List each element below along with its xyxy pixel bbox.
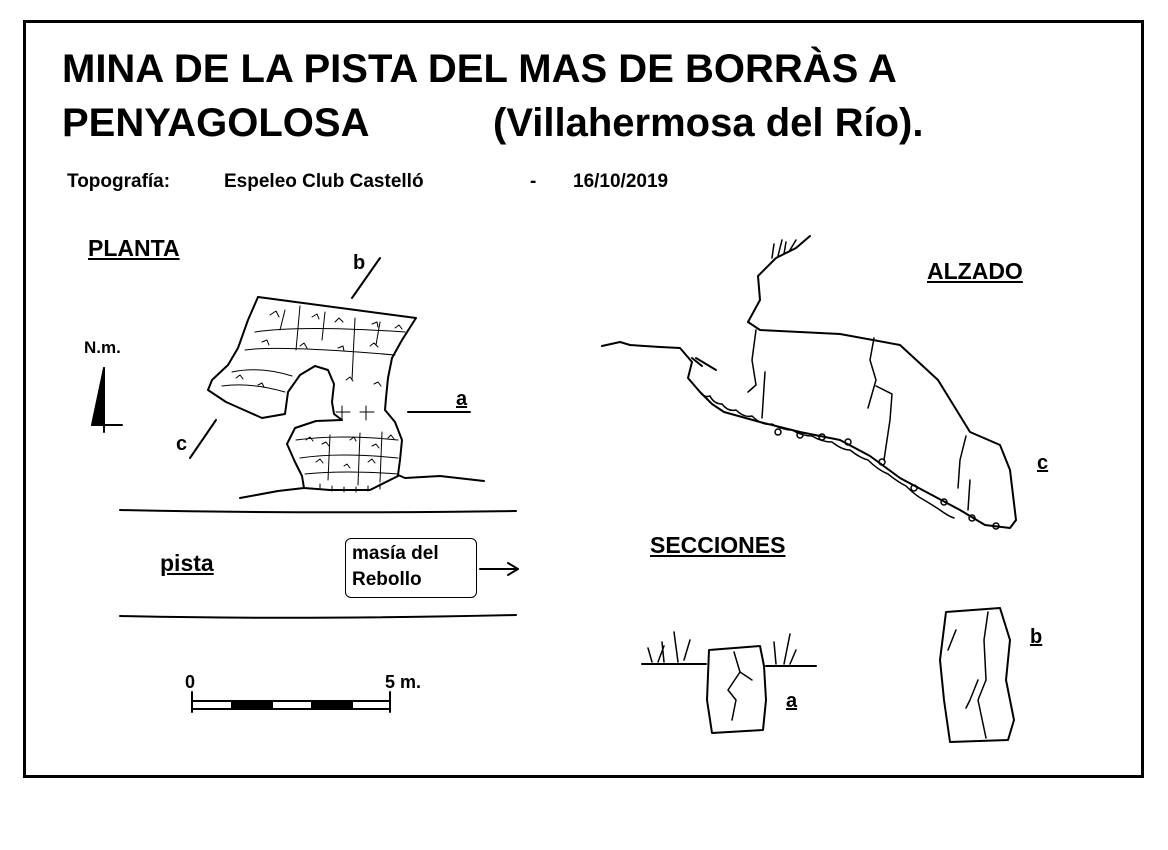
north-arrow-icon [91, 367, 123, 433]
plan-floor-detail [221, 305, 406, 493]
direction-sign: masía del Rebollo [345, 538, 477, 598]
section-line-b [351, 257, 381, 299]
road-label: pista [160, 550, 214, 576]
road-edge-upper [119, 509, 517, 514]
sign-line-1: masía del [352, 543, 439, 564]
credit-date: 16/10/2019 [573, 171, 669, 192]
north-label: N.m. [84, 338, 121, 357]
plan-cave-outline [207, 296, 485, 499]
title-line-2-name: PENYAGOLOSA [62, 101, 370, 145]
title-line-2-location: (Villahermosa del Río). [493, 101, 924, 145]
plan-heading: PLANTA [88, 235, 180, 261]
elevation-heading: ALZADO [927, 258, 1023, 284]
section-b-profile [939, 607, 1015, 743]
plan-section-c-label: c [176, 433, 188, 455]
section-a-label: a [786, 690, 798, 712]
credit-dash: - [530, 171, 537, 192]
credit-label: Topografía: [67, 171, 171, 192]
road-edge-lower [119, 614, 517, 619]
sign-line-2: Rebollo [352, 569, 422, 590]
elevation-detail [699, 239, 1000, 530]
map-frame [23, 20, 1144, 778]
sections-heading: SECCIONES [650, 532, 786, 558]
elevation-profile [601, 235, 1017, 529]
section-b-label: b [1030, 626, 1043, 648]
plan-section-a-label: a [456, 388, 468, 410]
elevation-section-c-label: c [1037, 452, 1049, 474]
credit-club: Espeleo Club Castelló [224, 171, 424, 192]
direction-arrow-icon [479, 562, 519, 576]
scale-bar [191, 691, 391, 713]
plan-section-b-label: b [353, 252, 366, 274]
title-line-1: MINA DE LA PISTA DEL MAS DE BORRÀS A [62, 47, 897, 91]
scale-start-label: 0 [185, 672, 196, 692]
section-a-profile [641, 631, 817, 734]
section-line-c [189, 419, 217, 459]
scale-end-label: 5 m. [385, 672, 422, 692]
